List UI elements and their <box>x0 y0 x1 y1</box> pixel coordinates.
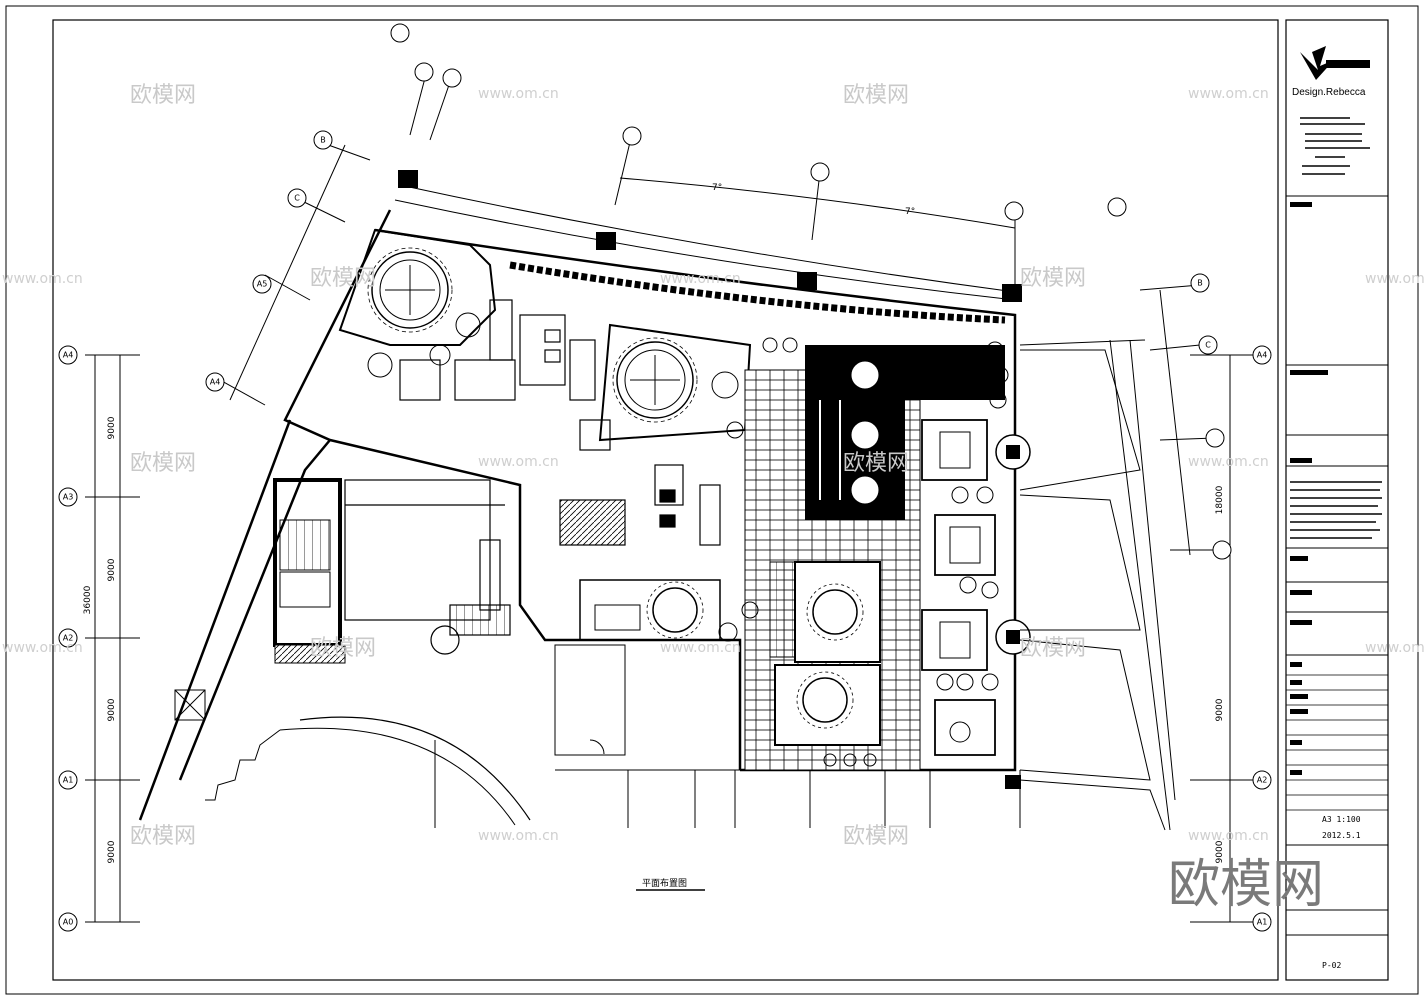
watermark-logo: 欧模网 <box>130 83 196 108</box>
axis-left-1: A4 <box>63 351 74 360</box>
axis-top-b: B <box>320 136 326 145</box>
watermark-logo: 欧模网 <box>1020 266 1086 291</box>
facade-planters <box>394 170 1022 324</box>
title-block-frame <box>1285 19 1389 981</box>
watermark-url: www.om.cn <box>478 86 559 102</box>
axis-left-5: A0 <box>63 918 74 927</box>
watermark-url: www.om.cn <box>2 640 83 656</box>
dim-right-upper: 9000 <box>1215 840 1225 863</box>
axis-left-4: A1 <box>63 776 74 785</box>
drawing-title: 平面布置图 <box>642 877 687 889</box>
watermarks: 欧模网 www.om.cn 欧模网 www.om.cn www.om.cn 欧模… <box>2 83 1424 915</box>
axis-top-a5: A5 <box>257 280 268 289</box>
corner-watermark: 欧模网 <box>1168 855 1324 915</box>
dim-arc-a: 7° <box>712 183 722 193</box>
watermark-logo: 欧模网 <box>310 266 376 291</box>
dim-left-total: 36000 <box>83 585 93 614</box>
axis-right-a4: A4 <box>1257 351 1268 360</box>
watermark-url: www.om.cn <box>1365 640 1424 656</box>
private-room-5 <box>774 664 881 746</box>
watermark-url: www.om.cn <box>1188 828 1269 844</box>
watermark-logo: 欧模网 <box>310 636 376 661</box>
watermark-url: www.om.cn <box>478 828 559 844</box>
stair-core <box>273 478 346 664</box>
dim-left-seg-4: 9000 <box>107 840 117 863</box>
top-axis-bubbles: B C A5 A4 <box>205 23 1127 392</box>
axis-left-3: A2 <box>63 634 74 643</box>
corridor-fixtures <box>399 299 611 451</box>
watermark-url: www.om.cn <box>1365 271 1424 287</box>
watermark-url: www.om.cn <box>478 454 559 470</box>
company-info-lines <box>1300 117 1370 175</box>
watermark-logo: 欧模网 <box>130 824 196 849</box>
watermark-url: www.om.cn <box>1188 454 1269 470</box>
drawing-frame <box>52 19 1279 981</box>
watermark-logo: 欧模网 <box>843 83 909 108</box>
watermark-logo: 欧模网 <box>130 451 196 476</box>
dim-right-total: 18000 <box>1215 485 1225 514</box>
dim-right-lower: 9000 <box>1215 698 1225 721</box>
left-dimension-chain <box>85 354 140 923</box>
axis-left-2: A3 <box>63 493 74 502</box>
dim-arc-b: 7° <box>905 207 915 217</box>
private-room-1 <box>338 228 497 378</box>
brand-logo-icon <box>1300 46 1370 80</box>
axis-right-a1: A1 <box>1257 918 1268 927</box>
parking-stalls <box>1019 339 1176 831</box>
columns-right <box>995 434 1031 789</box>
title-block: Design.Rebecca <box>1286 46 1388 970</box>
axis-right-a2: A2 <box>1257 776 1268 785</box>
axis-top-c: C <box>294 194 300 203</box>
scale-value: A3 1:100 <box>1322 815 1361 824</box>
brand-name: Design.Rebecca <box>1292 87 1366 98</box>
private-room-3 <box>579 579 721 641</box>
booths <box>921 419 996 756</box>
date-value: 2012.5.1 <box>1322 831 1361 840</box>
sheet-border <box>5 5 1419 995</box>
left-axis-bubbles: A4 A3 A2 A1 A0 <box>58 345 78 932</box>
watermark-logo: 欧模网 <box>843 824 909 849</box>
right-dimension-chain <box>1139 284 1268 923</box>
sheet-number: P-02 <box>1322 961 1341 970</box>
watermark-logo: 欧模网 <box>1020 636 1086 661</box>
watermark-url: www.om.cn <box>1188 86 1269 102</box>
dim-left-seg-1: 9000 <box>107 416 117 439</box>
dim-left-seg-3: 9000 <box>107 698 117 721</box>
watermark-logo: 欧模网 <box>843 451 909 476</box>
top-arc-dimension <box>219 77 1016 406</box>
private-room-4 <box>769 561 881 663</box>
watermark-url: www.om.cn <box>660 271 741 287</box>
plants <box>718 337 1009 767</box>
private-room-2 <box>598 323 752 442</box>
axis-top-a4: A4 <box>210 378 221 387</box>
right-axis-bubbles: B C A4 A2 A1 <box>1190 273 1272 932</box>
dim-left-seg-2: 9000 <box>107 558 117 581</box>
watermark-url: www.om.cn <box>660 640 741 656</box>
main-hall <box>344 464 721 655</box>
design-notes-lines <box>1290 481 1382 539</box>
watermark-url: www.om.cn <box>2 271 83 287</box>
lower-structures <box>174 644 1021 828</box>
axis-right-b: B <box>1197 279 1203 288</box>
axis-right-c: C <box>1205 341 1211 350</box>
